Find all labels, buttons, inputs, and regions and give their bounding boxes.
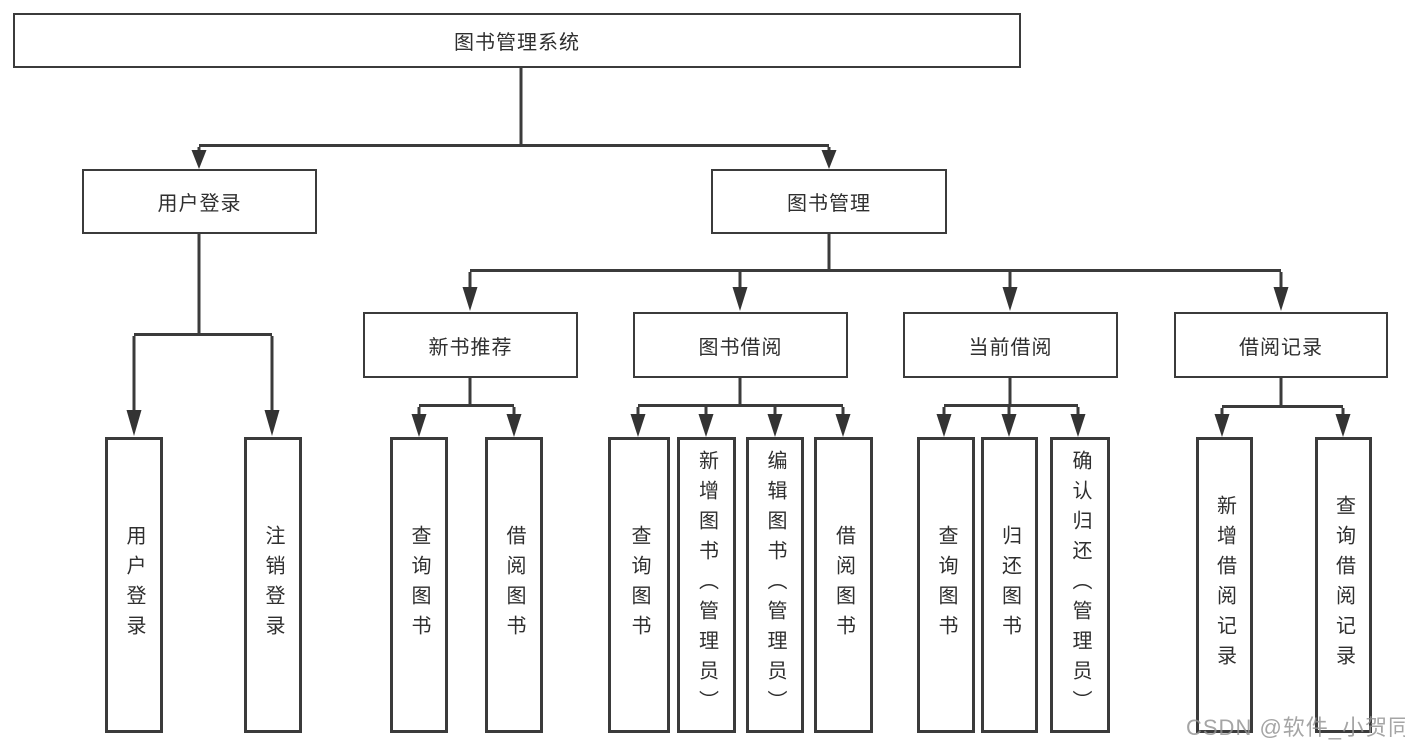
leaf-add-books-admin-label: 新增图书（管理员）	[695, 450, 718, 720]
node-new-book-recommend-label: 新书推荐	[428, 336, 513, 359]
leaf-add-books-admin: 新增图书（管理员）	[677, 437, 736, 733]
leaf-logout-label: 注销登录	[262, 525, 284, 645]
leaf-borrow-books-label: 借阅图书	[832, 525, 855, 645]
leaf-query-books-current: 查询图书	[917, 437, 975, 733]
node-borrow-records-label: 借阅记录	[1239, 336, 1323, 359]
leaf-query-books-borrow-label: 查询图书	[628, 525, 650, 645]
node-borrow-records: 借阅记录	[1174, 312, 1388, 378]
node-library-system: 图书管理系统	[13, 13, 1021, 68]
leaf-query-books-recommend: 查询图书	[390, 437, 448, 733]
leaf-query-borrow-record-label: 查询借阅记录	[1332, 495, 1355, 675]
leaf-confirm-return-admin-label: 确认归还（管理员）	[1069, 450, 1091, 720]
leaf-borrow-books-recommend-label: 借阅图书	[503, 525, 525, 645]
leaf-user-login-label: 用户登录	[123, 525, 145, 645]
node-book-borrow: 图书借阅	[633, 312, 848, 378]
leaf-return-books-label: 归还图书	[998, 525, 1021, 645]
node-new-book-recommend: 新书推荐	[363, 312, 578, 378]
leaf-confirm-return-admin: 确认归还（管理员）	[1050, 437, 1110, 733]
leaf-add-borrow-record-label: 新增借阅记录	[1213, 495, 1236, 675]
leaf-query-borrow-record: 查询借阅记录	[1315, 437, 1372, 733]
node-current-borrow-label: 当前借阅	[968, 336, 1053, 359]
leaf-return-books: 归还图书	[981, 437, 1038, 733]
arrowhead-icons	[126, 150, 1351, 437]
leaf-add-borrow-record: 新增借阅记录	[1196, 437, 1253, 733]
node-user-login-label: 用户登录	[157, 193, 242, 215]
leaf-edit-books-admin-label: 编辑图书（管理员）	[764, 450, 786, 720]
node-book-management: 图书管理	[711, 169, 947, 234]
node-current-borrow: 当前借阅	[903, 312, 1118, 378]
leaf-query-books-borrow: 查询图书	[608, 437, 670, 733]
leaf-borrow-books-recommend: 借阅图书	[485, 437, 543, 733]
leaf-borrow-books: 借阅图书	[814, 437, 873, 733]
node-library-system-label: 图书管理系统	[454, 32, 580, 54]
leaf-user-login: 用户登录	[105, 437, 163, 733]
leaf-query-books-current-label: 查询图书	[935, 525, 957, 645]
node-book-borrow-label: 图书借阅	[698, 336, 783, 359]
leaf-edit-books-admin: 编辑图书（管理员）	[746, 437, 804, 733]
csdn-watermark: CSDN @软件_小贺同学	[1186, 715, 1405, 740]
leaf-query-books-recommend-label: 查询图书	[408, 525, 430, 645]
node-user-login: 用户登录	[82, 169, 317, 234]
node-book-management-label: 图书管理	[787, 193, 871, 215]
leaf-logout: 注销登录	[244, 437, 302, 733]
